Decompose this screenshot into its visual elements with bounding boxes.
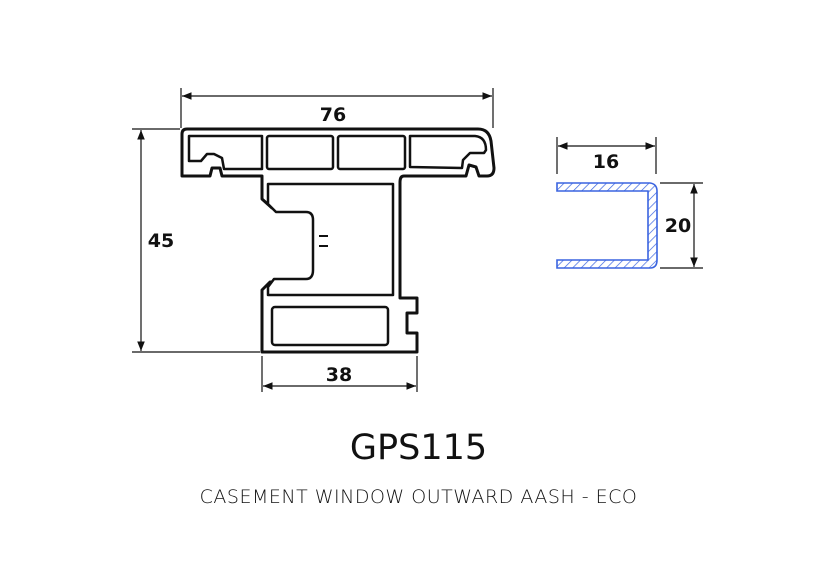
product-code-title: GPS115 — [349, 428, 488, 468]
cavity-top-4 — [408, 134, 488, 170]
height-dimension-label: 45 — [148, 230, 174, 252]
bead-profile — [556, 182, 658, 269]
cavity-bottom — [270, 305, 390, 347]
bottom-width-dimension-label: 38 — [326, 364, 352, 386]
cavity-middle — [266, 182, 395, 297]
bead-width-label: 16 — [593, 151, 619, 173]
dimension-lines — [132, 88, 494, 392]
product-description: CASEMENT WINDOW OUTWARD AASH - ECO — [199, 486, 638, 508]
cavity-top-2 — [265, 134, 335, 171]
bead-height-label: 20 — [665, 215, 691, 237]
bead-dimension-lines — [556, 137, 703, 269]
cavity-top-1 — [187, 134, 264, 171]
width-dimension-label: 76 — [320, 104, 346, 126]
center-tabs — [319, 235, 328, 247]
main-profile — [180, 127, 496, 354]
cavity-top-3 — [336, 134, 407, 171]
